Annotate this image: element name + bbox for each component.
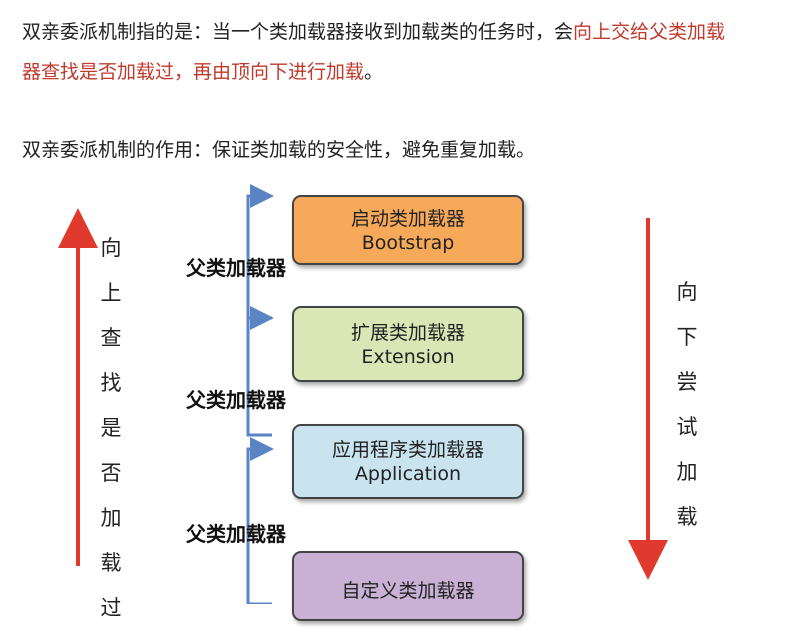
- purpose-paragraph: 双亲委派机制的作用：保证类加载的安全性，避免重复加载。: [22, 139, 536, 161]
- downward-char: 试: [676, 415, 698, 439]
- upward-char: 载: [100, 551, 122, 575]
- intro-end-punct: 。: [364, 61, 384, 83]
- downward-char: 加: [676, 460, 698, 484]
- upward-char: 上: [100, 281, 122, 305]
- extension-loader-zh: 扩展类加载器: [350, 322, 465, 344]
- intro-highlight-text-1: 向上交给父类加载: [573, 21, 726, 43]
- upward-char: 加: [100, 506, 122, 530]
- application-loader-box: 应用程序类加载器 Application: [292, 424, 524, 499]
- intro-paragraph: 双亲委派机制指的是：当一个类加载器接收到加载类的任务时，会向上交给父类加载器查找…: [22, 12, 810, 92]
- parent-loader-label-3: 父类加载器: [186, 522, 286, 546]
- intro-plain-text: 双亲委派机制指的是：当一个类加载器接收到加载类的任务时，会: [22, 21, 574, 43]
- extension-loader-box: 扩展类加载器 Extension: [292, 306, 524, 382]
- downward-char: 尝: [676, 370, 698, 394]
- upward-char: 向: [100, 236, 122, 260]
- upward-char: 否: [100, 461, 122, 485]
- bootstrap-loader-box: 启动类加载器 Bootstrap: [292, 195, 524, 265]
- diagram-arrows: [58, 184, 668, 604]
- upward-char: 查: [100, 326, 122, 350]
- bootstrap-loader-zh: 启动类加载器: [350, 208, 465, 230]
- application-loader-en: Application: [354, 463, 462, 485]
- downward-char: 向: [676, 280, 698, 304]
- upward-char: 找: [100, 371, 122, 395]
- intro-highlight-text-2: 器查找是否加载过，再由顶向下进行加载: [22, 61, 365, 83]
- downward-char: 下: [676, 325, 698, 349]
- application-loader-zh: 应用程序类加载器: [331, 439, 484, 461]
- downward-attempt-label: 向 下 尝 试 加 载: [672, 270, 702, 540]
- extension-loader-en: Extension: [361, 346, 455, 368]
- bootstrap-loader-en: Bootstrap: [361, 232, 455, 254]
- upward-lookup-label: 向 上 查 找 是 否 加 载 过: [96, 226, 126, 631]
- custom-loader-zh: 自定义类加载器: [341, 580, 475, 602]
- downward-char: 载: [676, 505, 698, 529]
- parent-loader-label-2: 父类加载器: [186, 388, 286, 412]
- parent-connector-extension: [246, 306, 274, 437]
- upward-char: 是: [100, 416, 122, 440]
- custom-loader-box: 自定义类加载器: [292, 551, 524, 621]
- parent-connector-application: [246, 437, 274, 604]
- upward-char: 过: [100, 596, 122, 620]
- parent-loader-label-1: 父类加载器: [186, 256, 286, 280]
